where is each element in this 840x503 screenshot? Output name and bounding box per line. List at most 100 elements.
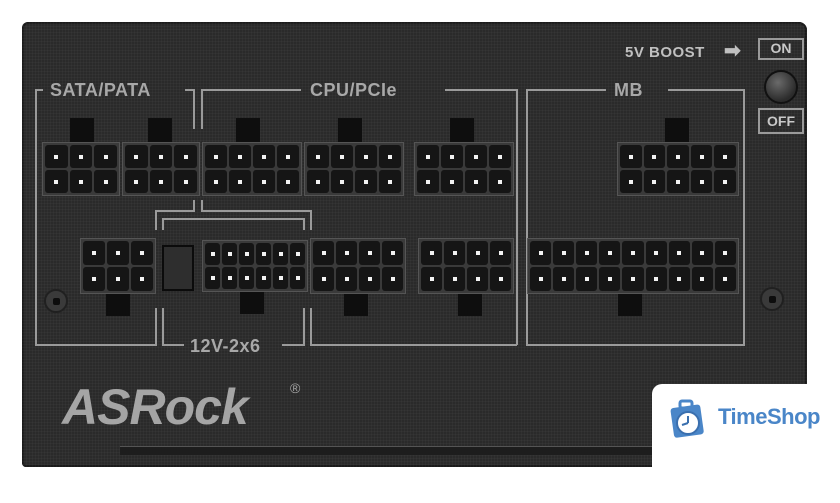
off-text: OFF: [767, 113, 795, 129]
panel-bottom-edge: [120, 446, 808, 455]
connector-pin: [277, 145, 299, 168]
label-12v-2x6: 12V-2x6: [190, 336, 261, 356]
bottom-connector-12v-2x6[interactable]: [202, 240, 308, 292]
connector-pin: [174, 145, 197, 168]
5v-boost-button[interactable]: [764, 70, 798, 104]
screw-left-icon: [44, 289, 68, 313]
connector-pin: [379, 145, 401, 168]
top-connector-mb[interactable]: [617, 142, 739, 196]
clock-bag-icon: [670, 399, 704, 438]
arrow-right-icon: ➡: [724, 40, 742, 62]
connector-pin: [222, 267, 237, 289]
connector-pin: [444, 267, 465, 291]
connector-pin: [553, 241, 575, 265]
connector-pin: [256, 243, 271, 265]
connector-latch: [240, 292, 264, 314]
sideband-sense-connector[interactable]: [162, 245, 194, 291]
connector-pin: [421, 241, 442, 265]
connector-pin: [489, 170, 511, 193]
connector-pin: [277, 170, 299, 193]
top-connector-cpu-pcie[interactable]: [304, 142, 404, 196]
connector-pin: [714, 241, 736, 265]
connector-pin: [107, 267, 129, 291]
connector-pin: [382, 241, 403, 265]
connector-pin: [714, 145, 736, 168]
connector-pin: [690, 145, 713, 168]
top-connector-sata-pata[interactable]: [42, 142, 120, 196]
connector-pin: [622, 267, 644, 291]
asrock-logo: ASRock: [62, 379, 249, 435]
connector-pin: [620, 145, 642, 168]
connector-pin: [645, 267, 667, 291]
bottom-connector-cpu-pcie[interactable]: [310, 238, 406, 294]
connector-pin: [94, 170, 117, 193]
connector-pin: [307, 170, 329, 193]
connector-pin: [253, 170, 275, 193]
connector-pin: [714, 267, 736, 291]
connector-pin: [599, 241, 621, 265]
connector-pin: [83, 241, 105, 265]
connector-pin: [355, 170, 377, 193]
connector-pin: [599, 267, 621, 291]
connector-pin: [691, 267, 713, 291]
bottom-connector-mb[interactable]: [527, 238, 739, 294]
connector-pin: [336, 241, 357, 265]
connector-pin: [174, 170, 197, 193]
connector-pin: [690, 170, 713, 193]
label-5v-boost: 5V BOOST: [625, 44, 705, 61]
top-connector-sata-pata[interactable]: [122, 142, 200, 196]
connector-pin: [290, 267, 305, 289]
connector-pin: [576, 241, 598, 265]
connector-pin: [379, 170, 401, 193]
registered-mark: ®: [290, 380, 301, 396]
connector-pin: [83, 267, 105, 291]
label-mb: MB: [614, 80, 643, 100]
boost-on-label: ON: [758, 38, 804, 60]
timeshop-watermark: TimeShop: [652, 384, 840, 503]
connector-pin: [313, 267, 334, 291]
boost-off-label: OFF: [758, 108, 804, 134]
top-connector-cpu-pcie[interactable]: [202, 142, 302, 196]
connector-pin: [239, 267, 254, 289]
connector-pin: [69, 145, 93, 168]
top-connector-cpu-pcie[interactable]: [414, 142, 514, 196]
connector-pin: [69, 170, 93, 193]
connector-pin: [530, 241, 552, 265]
label-cpu-pcie: CPU/PCIe: [310, 80, 398, 100]
connector-pin: [667, 145, 689, 168]
connector-pin: [205, 243, 220, 265]
connector-latch: [70, 118, 94, 144]
connector-pin: [131, 267, 153, 291]
connector-pin: [643, 145, 666, 168]
connector-pin: [622, 241, 644, 265]
bottom-connector-sata-pata[interactable]: [80, 238, 156, 294]
connector-pin: [714, 170, 736, 193]
connector-pin: [359, 267, 380, 291]
connector-pin: [620, 170, 642, 193]
screw-right-icon: [760, 287, 784, 311]
connector-pin: [355, 145, 377, 168]
connector-pin: [382, 267, 403, 291]
connector-pin: [229, 170, 251, 193]
connector-pin: [256, 267, 271, 289]
connector-pin: [125, 145, 148, 168]
connector-pin: [668, 241, 690, 265]
connector-latch: [344, 294, 368, 316]
connector-pin: [149, 145, 173, 168]
connector-latch: [338, 118, 362, 144]
connector-pin: [359, 241, 380, 265]
connector-pin: [553, 267, 575, 291]
bottom-connector-cpu-pcie[interactable]: [418, 238, 514, 294]
connector-pin: [205, 170, 227, 193]
connector-pin: [307, 145, 329, 168]
connector-pin: [444, 241, 465, 265]
connector-pin: [313, 241, 334, 265]
connector-pin: [490, 267, 511, 291]
connector-latch: [106, 294, 130, 316]
connector-pin: [645, 241, 667, 265]
connector-pin: [643, 170, 666, 193]
connector-pin: [205, 145, 227, 168]
connector-pin: [490, 241, 511, 265]
connector-pin: [125, 170, 148, 193]
connector-pin: [229, 145, 251, 168]
